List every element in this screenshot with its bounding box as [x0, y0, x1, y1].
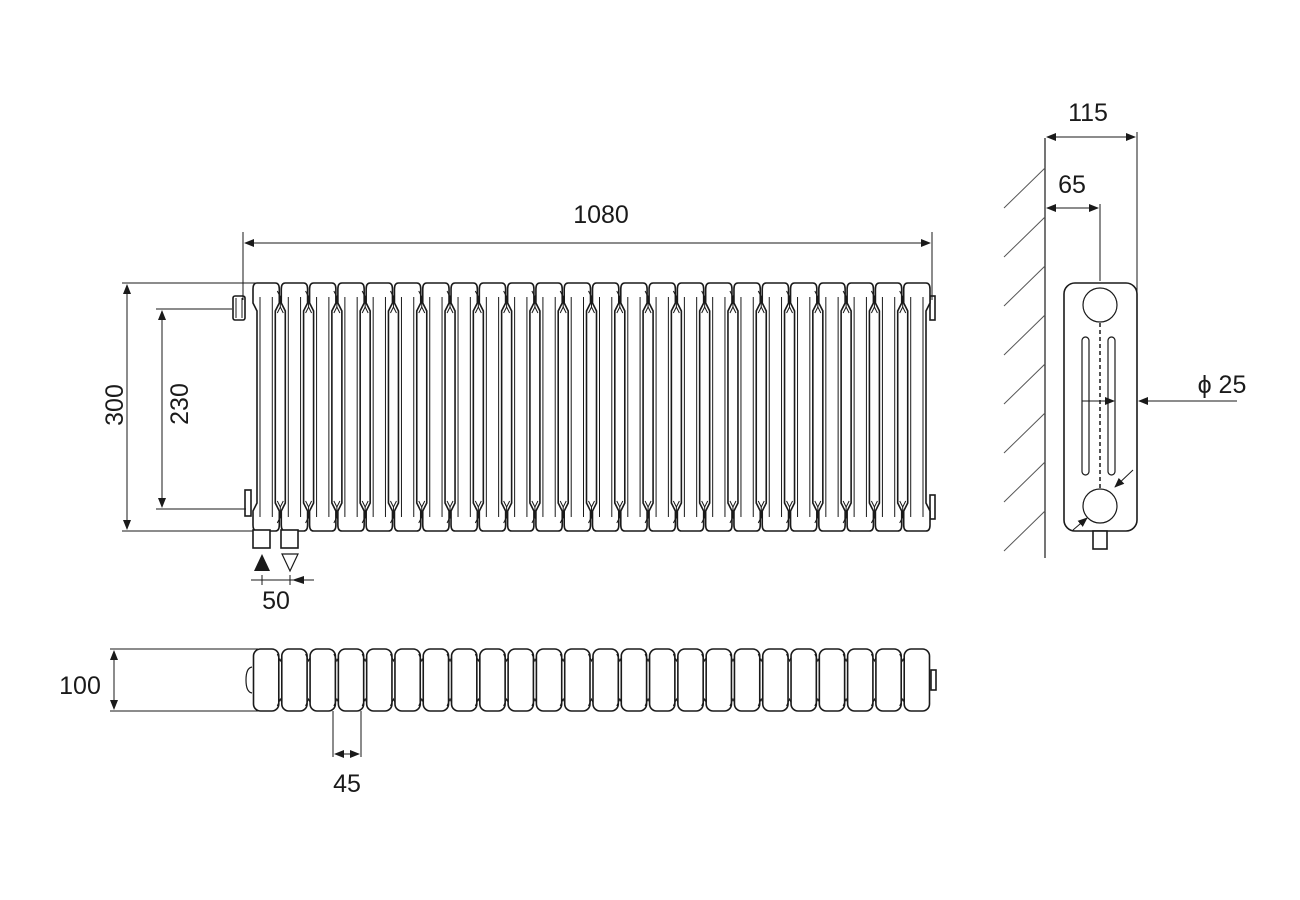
top-section [875, 648, 907, 712]
front-section [421, 282, 454, 532]
dim-label-115: 115 [1068, 99, 1108, 127]
front-section [393, 282, 426, 532]
top-section [535, 648, 567, 712]
front-section [280, 282, 313, 532]
dimension-section-pitch: 45 [332, 711, 362, 798]
dim-label-1080: 1080 [573, 201, 629, 229]
top-section [818, 648, 850, 712]
top-section [309, 648, 341, 712]
top-section [903, 648, 931, 712]
front-section [818, 282, 850, 532]
dim-label-phi-25: ϕ 25 [1198, 371, 1247, 399]
top-section [733, 648, 765, 712]
pipe-connections: 50 [251, 529, 314, 615]
front-section [478, 282, 511, 532]
top-view [245, 648, 937, 712]
top-section [337, 648, 369, 712]
dim-label-45: 45 [333, 770, 361, 798]
top-section [252, 648, 284, 712]
front-section [733, 282, 765, 532]
section-profile [1063, 282, 1138, 550]
front-section [591, 282, 624, 532]
front-section [535, 282, 567, 532]
dim-label-65: 65 [1058, 171, 1086, 199]
front-view [232, 245, 936, 532]
top-section [507, 648, 539, 712]
front-section [619, 282, 652, 532]
end-plug [929, 494, 936, 520]
end-plug-top [245, 666, 253, 694]
dimension-pipe-diameter: ϕ 25 [1072, 371, 1247, 531]
top-section [592, 648, 624, 712]
top-section [677, 648, 709, 712]
top-section [620, 648, 652, 712]
top-section [563, 648, 595, 712]
dimension-overall-height: 300 [101, 282, 262, 532]
front-section [308, 282, 341, 532]
top-section [365, 648, 397, 712]
end-plug-top [930, 669, 937, 691]
dim-label-230: 230 [166, 383, 194, 425]
return-arrow-icon [281, 553, 299, 573]
flow-arrow-icon [254, 554, 270, 571]
front-section [450, 282, 482, 532]
top-section [790, 648, 822, 712]
side-view: 115 65 ϕ 25 [1003, 99, 1247, 558]
top-section [761, 648, 794, 712]
top-section [479, 648, 511, 712]
dimension-depth-65: 65 [1046, 171, 1101, 281]
front-section [252, 282, 284, 532]
top-section [422, 648, 454, 712]
dimension-top-depth: 100 [59, 648, 258, 712]
top-section [648, 648, 680, 712]
dim-label-50: 50 [262, 587, 290, 615]
top-section [450, 648, 482, 712]
end-plug [244, 489, 252, 517]
front-section [563, 282, 595, 532]
wall-hatching [1003, 138, 1046, 558]
front-section [789, 282, 822, 532]
front-section [761, 282, 793, 532]
dimension-overall-width: 1080 [242, 201, 933, 300]
front-section [874, 282, 907, 532]
front-section [676, 282, 709, 532]
top-section [280, 648, 313, 712]
front-section [506, 282, 539, 532]
front-section [846, 282, 878, 532]
top-section [394, 648, 426, 712]
front-section [704, 282, 737, 532]
dim-label-300: 300 [101, 384, 129, 426]
front-section [365, 282, 397, 532]
top-section [846, 648, 878, 712]
front-section [337, 282, 369, 532]
dimension-depth-115: 115 [1046, 99, 1138, 296]
dim-label-100: 100 [59, 672, 101, 700]
front-section [648, 282, 680, 532]
top-section [705, 648, 737, 712]
front-section [902, 282, 931, 532]
dimension-connection-centres: 230 [156, 308, 246, 510]
